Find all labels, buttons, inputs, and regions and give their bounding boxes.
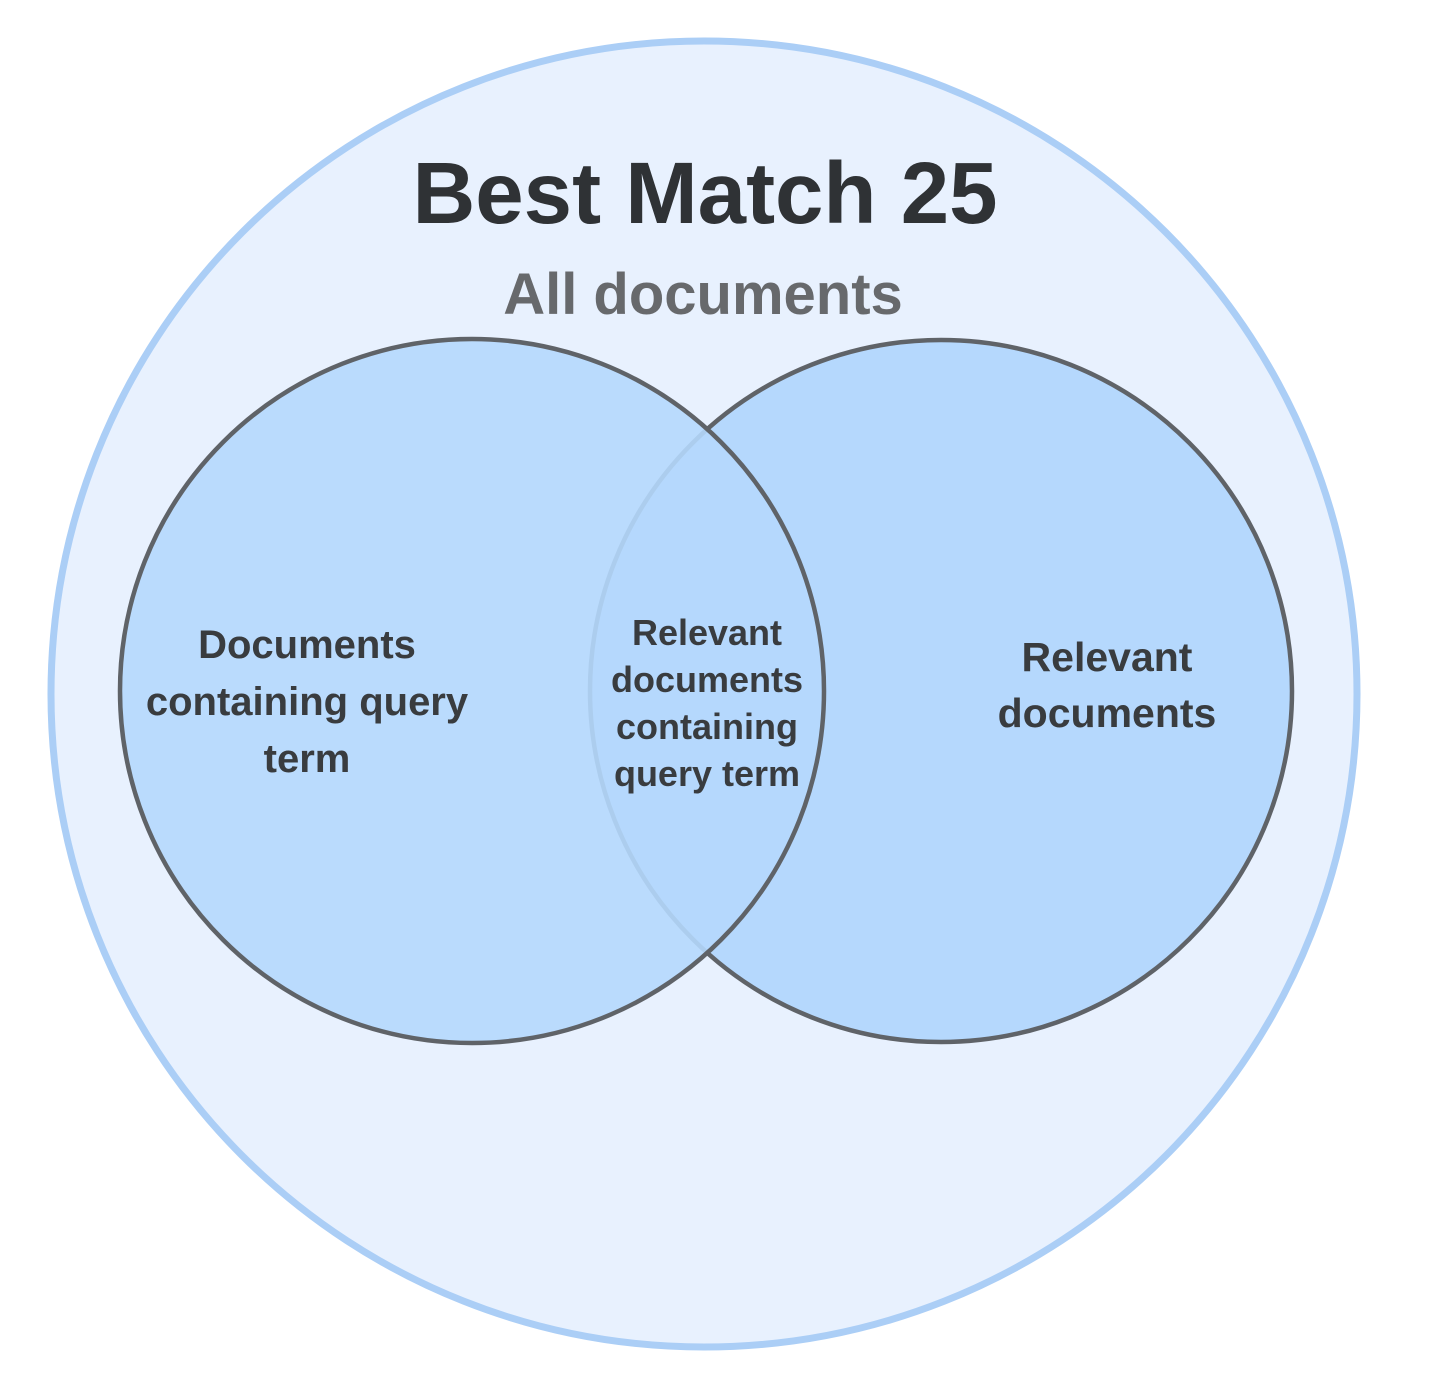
outer-circle-border [47,37,1361,1351]
left-circle-border [117,336,827,1046]
left-circle-documents-containing-query-term [120,339,824,1043]
